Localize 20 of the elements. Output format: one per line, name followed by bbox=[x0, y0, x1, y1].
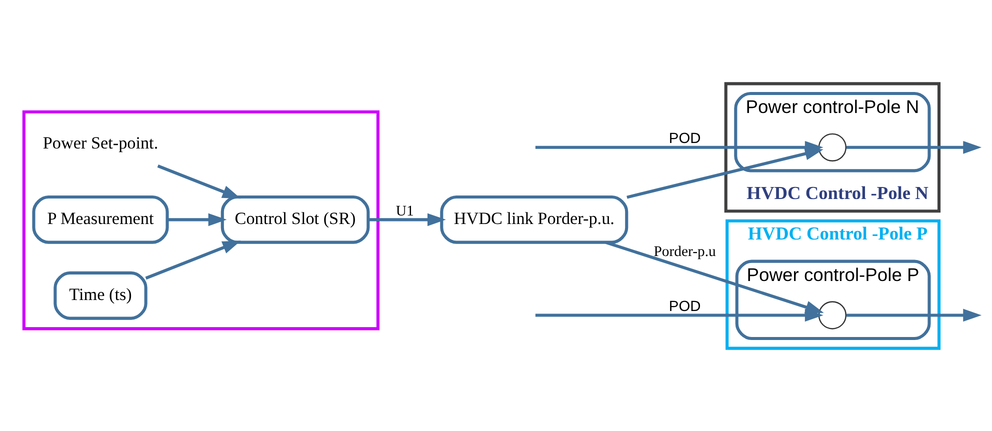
edge-label: U1 bbox=[396, 203, 414, 220]
cluster bbox=[22, 110, 380, 330]
edge-label: POD bbox=[668, 298, 701, 315]
arrow bbox=[368, 212, 446, 226]
arrow bbox=[846, 308, 982, 322]
arrow bbox=[145, 240, 241, 280]
arrow bbox=[167, 212, 227, 226]
node-box: HVDC link Porder-p.u. bbox=[440, 194, 628, 244]
node-text: Power Set-point. bbox=[42, 132, 158, 152]
node-box: Time (ts) bbox=[54, 270, 148, 320]
node-circle bbox=[818, 300, 847, 329]
node-circle bbox=[818, 132, 847, 161]
cluster: Power control-Pole P bbox=[735, 259, 931, 340]
edge-label: POD bbox=[668, 130, 701, 147]
node-box: P Measurement bbox=[32, 194, 169, 244]
edge-label: Porder-p.u bbox=[654, 243, 716, 260]
arrow bbox=[157, 164, 241, 198]
node-box: Control Slot (SR) bbox=[220, 194, 370, 244]
cluster: Power control-Pole N bbox=[734, 91, 931, 172]
arrow bbox=[846, 140, 982, 154]
